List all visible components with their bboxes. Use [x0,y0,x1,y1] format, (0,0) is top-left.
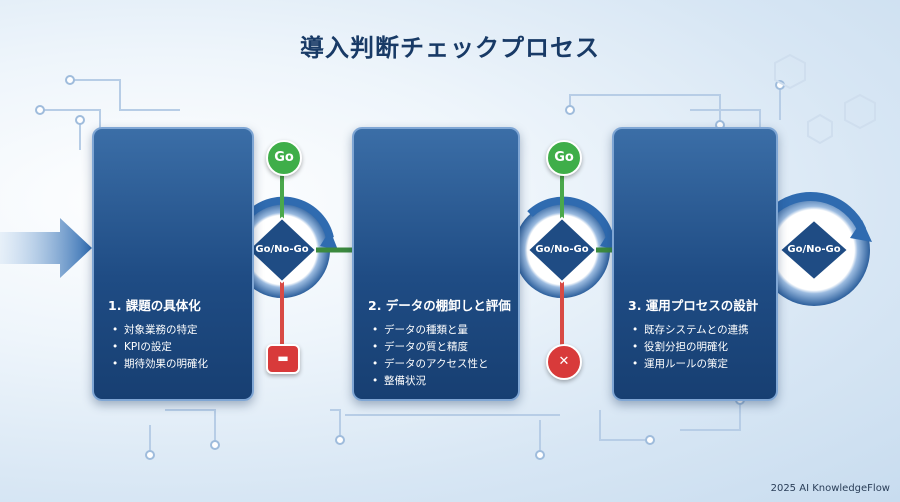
step-3-item: 運用ルールの策定 [632,356,749,373]
step-2-items: データの種類と量 データの質と精度 データのアクセス性と 整備状況 [372,322,488,390]
step-1-items: 対象業務の特定 KPIの設定 期待効果の明確化 [112,322,208,373]
hexagons [774,53,876,145]
step-card-2: 2. データの棚卸しと評価 データの種類と量 データの質と精度 データのアクセス… [352,127,520,401]
entry-arrow [0,218,92,278]
gate-1-label: Go/No-Go [255,244,309,255]
step-2-item-continued: 整備状況 [372,373,488,390]
step-3-items: 既存システムとの連携 役割分担の明確化 運用ルールの策定 [632,322,749,373]
gate-2-label: Go/No-Go [535,244,589,255]
step-3-item: 役割分担の明確化 [632,339,749,356]
gate-1-go-badge: Go [266,140,302,176]
step-1-item: KPIの設定 [112,339,208,356]
step-2-item: データのアクセス性と [372,356,488,373]
step-3-title: 3. 運用プロセスの設計 [628,298,759,313]
circuit-lines [40,79,781,455]
step-2-item: データの種類と量 [372,322,488,339]
footer-credit: 2025 AI KnowledgeFlow [770,483,890,494]
gate-1-graphic [234,158,382,350]
step-1-item: 期待効果の明確化 [112,356,208,373]
close-icon: ✕ [558,354,570,369]
step-2-title: 2. データの棚卸しと評価 [368,298,511,313]
step-3-item: 既存システムとの連携 [632,322,749,339]
gate-3-label: Go/No-Go [787,244,841,255]
step-1-item: 対象業務の特定 [112,322,208,339]
step-card-3: 3. 運用プロセスの設計 既存システムとの連携 役割分担の明確化 運用ルールの策… [612,127,778,401]
gate-2-nogo-badge: ✕ [546,344,582,380]
step-2-item: データの質と精度 [372,339,488,356]
step-card-1: 1. 課題の具体化 対象業務の特定 KPIの設定 期待効果の明確化 [92,127,254,401]
gate-1-nogo-badge: ▬ [266,344,300,374]
gate-2-go-badge: Go [546,140,582,176]
page-title: 導入判断チェックプロセス [300,34,600,62]
stop-icon: ▬ [277,351,289,365]
step-1-title: 1. 課題の具体化 [108,298,201,313]
gate-3-graphic [758,191,872,306]
